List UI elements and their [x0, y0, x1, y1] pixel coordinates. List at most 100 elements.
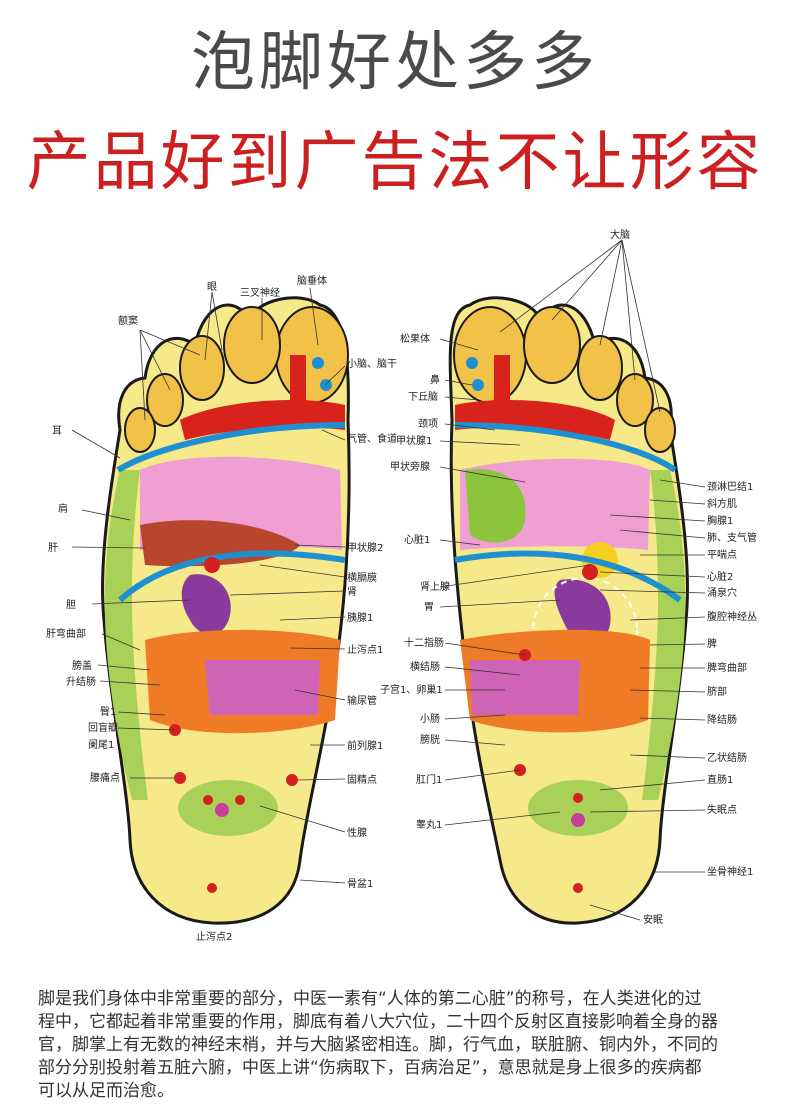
right-diaphragm-line: [454, 550, 682, 603]
left-diaphragm-line: [117, 550, 346, 603]
label-sperm: 固精点: [347, 773, 377, 786]
label-nose: 鼻: [430, 373, 440, 386]
label-descending: 降结肠: [707, 713, 737, 726]
label-pineal: 松果体: [400, 332, 430, 345]
left-heel-point-2: [235, 795, 245, 805]
label-pelvis: 骨盆1: [347, 877, 373, 890]
right-toe-2: [523, 306, 581, 384]
label-uterus: 子宫1、卵巢1: [380, 683, 443, 696]
label-spleen: 脾: [707, 637, 717, 650]
label-appendix: 阑尾1: [88, 738, 114, 751]
left-neck-band-red: [180, 400, 345, 440]
label-neck: 颈项: [418, 418, 438, 430]
label-eyes: 眼: [207, 281, 217, 293]
right-heel-point-1: [573, 793, 583, 803]
label-liver-flexure: 肝弯曲部: [46, 627, 86, 640]
label-hypothalamus: 下丘脑: [408, 390, 438, 403]
left-cerebellum-point: [320, 379, 332, 391]
label-shoulder: 肩: [58, 502, 68, 515]
left-small-intestine-zone: [205, 660, 320, 715]
label-trachea: 气管、食道: [347, 432, 397, 445]
left-lumbago-point: [174, 772, 186, 784]
label-sigmoid: 乙状结肠: [707, 751, 747, 764]
left-heel-point-3: [215, 803, 229, 817]
label-diaphragm: 横膈膜: [347, 571, 377, 584]
label-insomnia: 失眠点: [707, 803, 737, 816]
right-foot: [448, 296, 689, 925]
label-celiac: 腹腔神经丛: [707, 610, 757, 623]
left-kidney-zone: [181, 574, 231, 635]
right-neck-band-blue: [454, 422, 677, 473]
label-rectum: 直肠1: [707, 773, 733, 786]
right-foot-edge-zone: [642, 470, 686, 800]
right-heel-point-2: [571, 813, 585, 827]
label-parathyroid: 甲状旁腺: [390, 460, 430, 473]
label-ureter: 输尿管: [347, 694, 377, 707]
left-labels: 眼 三叉神经 脑垂体 额窦 小脑、脑干 耳 气管、食道 肩 肝 甲状腺2 横膈膜…: [46, 274, 397, 943]
label-diarrhea: 止泻点1: [347, 643, 383, 656]
label-small-int: 小肠: [420, 713, 440, 725]
left-toe-2: [223, 306, 281, 384]
label-trapezius: 斜方肌: [707, 497, 737, 510]
foot-reflexology-diagram: 眼 三叉神经 脑垂体 额窦 小脑、脑干 耳 气管、食道 肩 肝 甲状腺2 横膈膜…: [46, 228, 757, 943]
right-toe-4: [616, 373, 654, 427]
paragraph-line: 脚是我们身体中非常重要的部分，中医一素有“人体的第二心脏”的称号，在人类进化的过: [38, 989, 702, 1009]
right-toe-5: [644, 407, 676, 453]
label-hip: 臀1: [100, 706, 116, 718]
label-thyroid: 甲状腺1: [396, 434, 432, 447]
label-testis: 睾丸1: [416, 818, 442, 831]
left-toe-3: [179, 335, 225, 401]
label-ileocecal: 回盲瓣: [88, 721, 118, 734]
label-prostate: 前列腺1: [347, 739, 383, 752]
left-pelvis-point: [207, 883, 217, 893]
right-labels: 大脑 松果体 鼻 下丘脑 颈项 甲状腺1 甲状旁腺 心脏1 肾上腺 胃 十二指肠…: [380, 228, 757, 926]
left-foot-edge-zone: [104, 470, 148, 800]
label-pituitary: 脑垂体: [297, 274, 327, 287]
label-sleep: 安眠: [643, 913, 663, 926]
label-heart1: 心脏1: [404, 533, 430, 546]
left-kidney-point: [204, 557, 220, 573]
right-big-toe: [453, 306, 527, 404]
page-title: 泡脚好处多多: [191, 26, 599, 100]
label-liver: 肝: [48, 542, 58, 554]
right-small-intestine-zone: [470, 660, 580, 715]
label-sciatic: 坐骨神经1: [707, 865, 753, 878]
label-gonad: 性腺: [347, 826, 367, 839]
label-gallbladder: 胆: [66, 599, 76, 611]
left-big-toe: [275, 306, 349, 404]
label-chest: 胸腺1: [707, 514, 733, 527]
label-adrenal: 肾上腺: [420, 580, 450, 593]
right-heel-zone: [528, 780, 628, 836]
label-navel: 脐部: [707, 685, 727, 698]
left-pituitary-point: [312, 357, 324, 369]
label-parathyroid2: 甲状腺2: [347, 541, 383, 554]
label-cerebellum: 小脑、脑干: [347, 357, 397, 370]
description-paragraph: 脚是我们身体中非常重要的部分，中医一素有“人体的第二心脏”的称号，在人类进化的过…: [38, 988, 754, 1103]
label-lumbago: 腰痛点: [90, 771, 120, 784]
right-stomach-zone: [554, 579, 611, 644]
label-heart2: 心脏2: [707, 570, 733, 583]
left-toe-5: [124, 407, 156, 453]
right-brainstem-zone: [494, 355, 510, 405]
left-brainstem-zone: [290, 355, 306, 405]
left-foot: [101, 296, 351, 925]
right-hypothalamus-point: [472, 379, 484, 391]
left-heel-point-1: [203, 795, 213, 805]
right-heart2-point: [582, 564, 598, 580]
label-bladder: 膀胱: [420, 733, 440, 746]
label-stomach: 胃: [424, 601, 434, 613]
right-heart-zone: [465, 469, 526, 543]
label-ascending: 升结肠: [66, 675, 96, 688]
label-kidney: 肾: [347, 586, 357, 598]
label-transverse: 横结肠: [410, 660, 440, 673]
label-ear: 耳: [52, 425, 62, 437]
label-sinus: 额窦: [118, 314, 138, 327]
label-cecum: 膀盖: [72, 659, 92, 672]
label-trigeminal: 三叉神经: [240, 286, 280, 299]
right-sleep-point: [573, 883, 583, 893]
left-sperm-point: [286, 774, 298, 786]
paragraph-line: 部分分别投射着五脏六腑，中医上讲“伤病取下，百病治足”，意思就是身上很多的疾病都: [38, 1058, 702, 1078]
label-asthma: 平喘点: [707, 548, 737, 561]
paragraph-line: 官，脚掌上有无数的神经末梢，并与大脑紧密相连。脚，行气血，联脏腑、铜内外，不同的: [38, 1035, 718, 1055]
label-brain: 大脑: [610, 228, 630, 241]
